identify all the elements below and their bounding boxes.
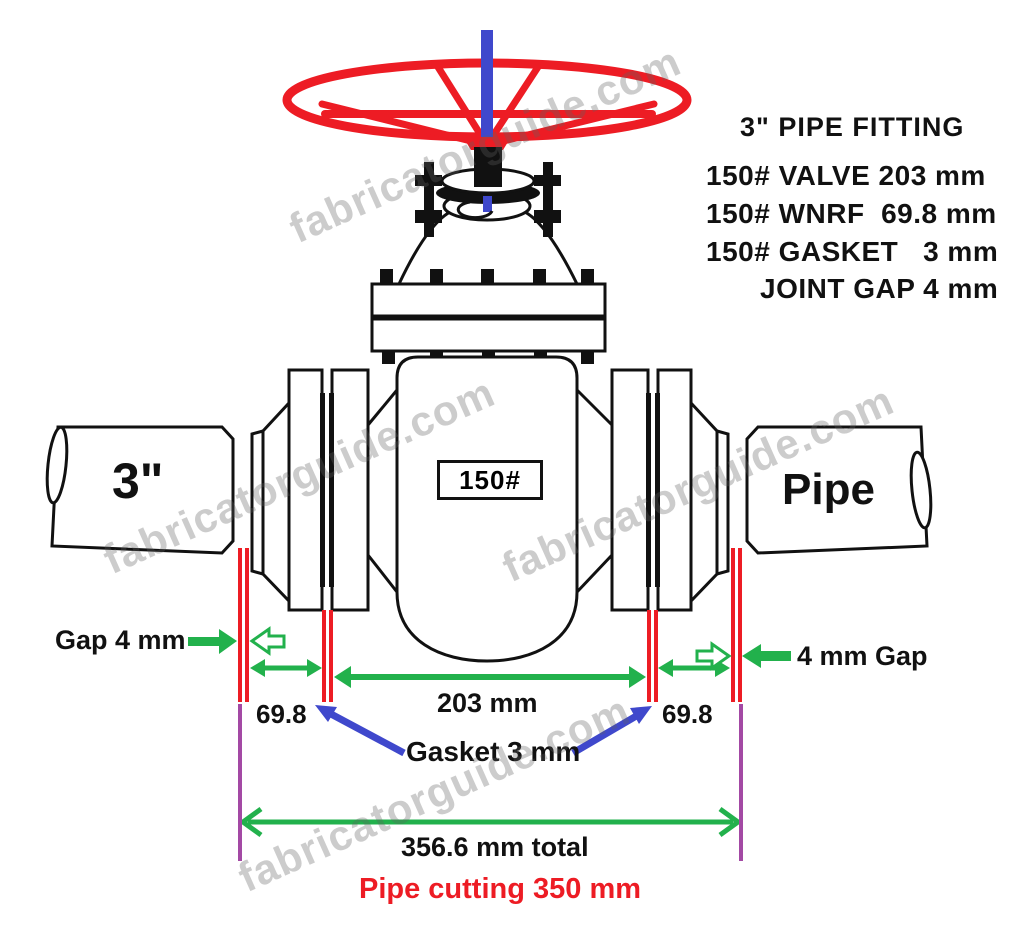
right-wn-neck xyxy=(715,429,730,576)
purple-extension-lines xyxy=(238,704,743,861)
handwheel-hub xyxy=(463,137,511,150)
gasket-pointer-arrows xyxy=(315,705,652,757)
right-body-taper-top xyxy=(575,388,614,427)
gap-left-outline-arrow xyxy=(249,626,286,656)
stem-blue-upper xyxy=(481,30,493,142)
left-flange-set xyxy=(250,368,399,612)
right-body-taper-bottom xyxy=(575,553,614,594)
right-wn-hub xyxy=(689,399,719,605)
left-body-taper-bottom xyxy=(366,554,399,593)
left-pipe xyxy=(45,425,235,555)
left-wn-neck xyxy=(250,429,265,576)
right-pipe xyxy=(745,425,933,555)
gland-bolts xyxy=(415,162,561,237)
green-dimension-arrows xyxy=(188,626,791,838)
valve-class-badge: 150# xyxy=(437,460,543,500)
stem-blue-tip xyxy=(483,196,492,212)
right-wn-flange xyxy=(656,368,693,612)
left-body-taper-top xyxy=(366,389,399,426)
bonnet-flange xyxy=(370,269,607,364)
right-flange-set xyxy=(575,368,730,612)
left-raised-faces xyxy=(320,393,334,587)
left-valve-flange xyxy=(330,368,370,612)
valve-body xyxy=(395,355,579,663)
gap-left-solid-arrow xyxy=(188,629,237,654)
stem-black-block xyxy=(474,147,502,187)
gap-right-outline-arrow xyxy=(695,641,732,671)
stem-curl xyxy=(456,200,494,220)
red-reference-lines xyxy=(238,548,742,702)
right-valve-flange xyxy=(610,368,650,612)
left-wn-hub xyxy=(261,399,291,605)
right-raised-faces xyxy=(646,393,660,587)
left-wn-flange xyxy=(287,368,324,612)
gap-right-solid-arrow xyxy=(742,644,791,668)
